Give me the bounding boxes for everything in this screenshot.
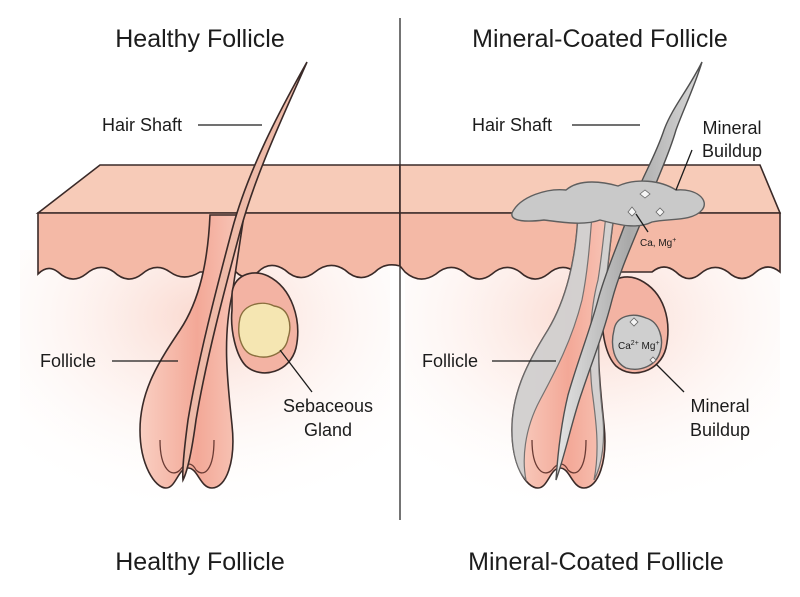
- skin-surface: [35, 164, 401, 214]
- mineral-title-bottom: Mineral-Coated Follicle: [468, 548, 724, 576]
- label-hair-shaft-right: Hair Shaft: [472, 115, 552, 135]
- label-mineral-top-line1: Mineral: [702, 118, 761, 138]
- ions-upper-sup: +: [672, 237, 676, 244]
- label-hair-shaft-left: Hair Shaft: [102, 115, 182, 135]
- leader-mineral-top: [675, 149, 693, 191]
- label-mineral-bottom-line2: Buildup: [690, 420, 750, 440]
- label-ions-gland: Ca2+ Mg+: [618, 340, 660, 352]
- ions-gland-b: Mg: [639, 341, 656, 352]
- mineral-panel: Mineral-Coated Follicle Hair Shaft Miner…: [399, 25, 782, 576]
- ions-gland-a-sup: 2+: [631, 340, 639, 347]
- leader-ions-upper: [635, 213, 649, 233]
- label-ions-upper: Ca, Mg+: [640, 237, 676, 249]
- label-sebaceous-line1: Sebaceous: [283, 396, 373, 416]
- leader-mineral-bottom: [655, 363, 685, 393]
- follicle-mineral-coating: [511, 214, 593, 482]
- label-follicle-right: Follicle: [422, 351, 478, 371]
- ions-gland-a: Ca: [618, 341, 631, 352]
- ions-gland-b-sup: +: [655, 340, 659, 347]
- label-mineral-bottom-line1: Mineral: [690, 396, 749, 416]
- ions-upper-text: Ca, Mg: [640, 238, 672, 249]
- sebaceous-gland: [238, 302, 291, 358]
- leader-sebaceous: [279, 349, 313, 393]
- healthy-title-bottom: Healthy Follicle: [115, 548, 285, 576]
- label-mineral-top-line2: Buildup: [702, 141, 762, 161]
- gland-crystal-1: [629, 317, 639, 327]
- healthy-panel: Healthy Follicle Hair Shaft Follicle Seb…: [20, 25, 401, 576]
- label-follicle-left: Follicle: [40, 351, 96, 371]
- healthy-hair-shaft: [181, 61, 308, 483]
- gland-crystal-2: [649, 356, 657, 364]
- surface-mineral-crust: [511, 180, 705, 227]
- surface-crystal-3: [627, 206, 637, 217]
- surface-crystal-2: [655, 207, 665, 217]
- mineral-title-top: Mineral-Coated Follicle: [472, 25, 728, 53]
- surface-crystal-1: [639, 189, 651, 199]
- healthy-title-top: Healthy Follicle: [115, 25, 285, 53]
- mineralized-gland: [611, 314, 663, 370]
- label-sebaceous-line2: Gland: [304, 420, 352, 440]
